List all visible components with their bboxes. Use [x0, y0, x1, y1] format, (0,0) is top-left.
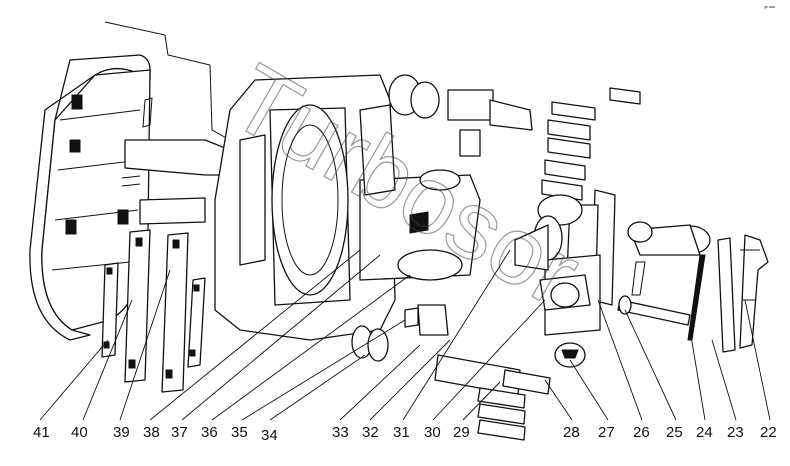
callout-37: 37: [171, 424, 188, 441]
part-25-pin: [617, 221, 711, 326]
callout-39: 39: [113, 424, 130, 441]
callout-36: 36: [201, 424, 218, 441]
callout-27: 27: [598, 424, 615, 441]
part-bracket-hardware: [124, 139, 231, 225]
part-caliper-body: [214, 74, 396, 341]
part-27-cap: [554, 342, 586, 368]
part-41-pad-left: [29, 54, 151, 341]
corner-mark: ᵍᵇ ᵃᵃᵃ: [764, 5, 775, 11]
callout-labels: 41 40 39 38 37 36 35 34 33 32 31 30 29 2…: [33, 424, 777, 444]
callout-24: 24: [696, 424, 713, 441]
callout-22: 22: [760, 424, 777, 441]
callout-31: 31: [393, 424, 410, 441]
part-piston-assembly: [359, 104, 481, 281]
leader-lines: [39, 249, 771, 421]
part-39-bar: [124, 229, 151, 383]
callout-30: 30: [424, 424, 441, 441]
callout-32: 32: [362, 424, 379, 441]
callout-40: 40: [71, 424, 88, 441]
part-37-clip: [187, 277, 206, 368]
part-seals-bottom: [351, 304, 449, 362]
callout-23: 23: [727, 424, 744, 441]
callout-38: 38: [143, 424, 160, 441]
part-38-bar: [161, 232, 189, 393]
callout-25: 25: [666, 424, 683, 441]
callout-29: 29: [453, 424, 470, 441]
part-bolts-top: [541, 87, 641, 201]
part-22-pad-right: [739, 234, 769, 349]
part-28-bolts-bottom: [434, 354, 551, 441]
callout-35: 35: [231, 424, 248, 441]
callout-41: 41: [33, 424, 50, 441]
part-30-guide: [539, 274, 591, 311]
part-23-strip: [631, 237, 736, 353]
part-31-sleeve: [514, 194, 583, 271]
callout-26: 26: [633, 424, 650, 441]
part-24-rod: [687, 254, 706, 341]
callout-33: 33: [332, 424, 349, 441]
callout-34: 34: [261, 427, 278, 444]
part-seal-stack-top: [388, 74, 533, 157]
part-40-clip: [101, 262, 119, 358]
part-wire-spring: [104, 21, 231, 187]
callout-28: 28: [563, 424, 580, 441]
